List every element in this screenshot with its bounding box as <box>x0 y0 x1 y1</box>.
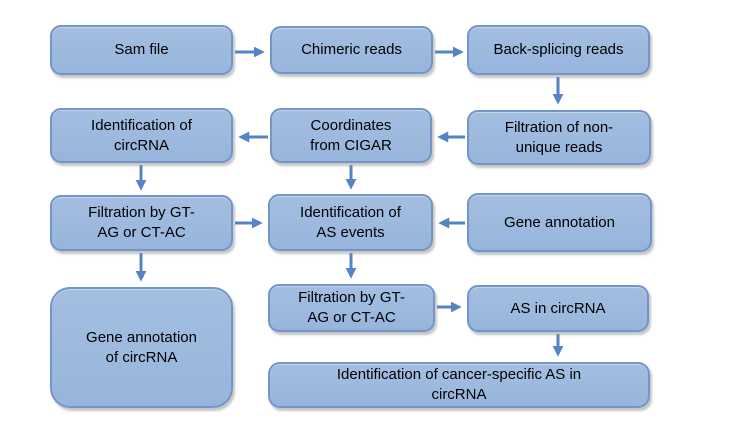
node-identification-of-as-events: Identification of AS events <box>268 194 433 251</box>
node-gene-annotation-of-circrna: Gene annotation of circRNA <box>50 287 233 408</box>
node-identification-of-circrna: Identification of circRNA <box>50 108 233 163</box>
node-chimeric-reads: Chimeric reads <box>270 26 433 74</box>
node-back-splicing-reads: Back-splicing reads <box>467 25 650 75</box>
node-filtration-by-gt-ag-or-ct-ac-2: Filtration by GT- AG or CT-AC <box>268 284 435 332</box>
node-as-in-circrna: AS in circRNA <box>467 285 649 332</box>
node-sam-file: Sam file <box>50 25 233 75</box>
node-identification-of-cancer-specific-as-in-circrna: Identification of cancer-specific AS in … <box>268 362 650 408</box>
node-filtration-by-gt-ag-or-ct-ac-1: Filtration by GT- AG or CT-AC <box>50 195 233 251</box>
node-gene-annotation: Gene annotation <box>467 193 652 252</box>
node-filtration-of-non-unique-reads: Filtration of non- unique reads <box>467 110 651 165</box>
node-coordinates-from-cigar: Coordinates from CIGAR <box>270 108 432 163</box>
